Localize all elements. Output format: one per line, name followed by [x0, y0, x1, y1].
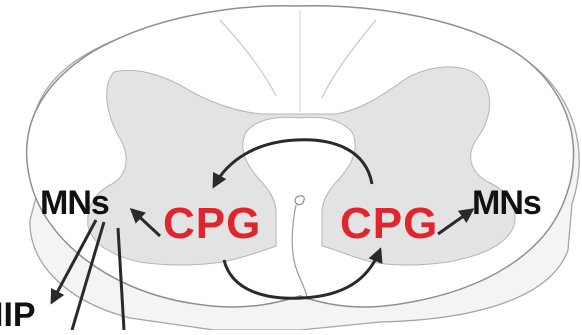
mn-left-label: MNs [40, 186, 109, 220]
mn-right-label: MNs [472, 186, 541, 220]
cpg-left-label: CPG [163, 202, 261, 246]
output-label: IIP [0, 298, 36, 332]
cpg-right-label: CPG [340, 202, 438, 246]
central-canal [295, 196, 304, 205]
